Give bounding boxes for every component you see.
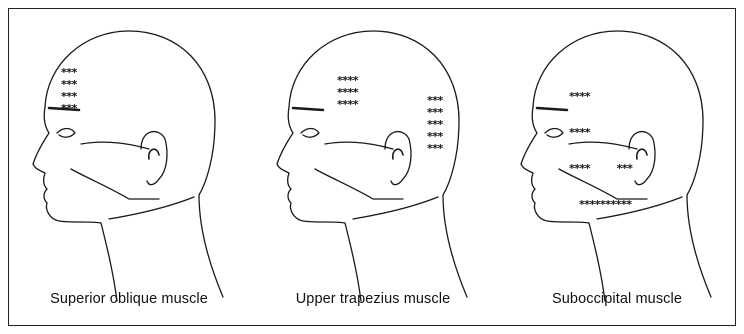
- panel-suboccipital: **** **** **** *** ********** Suboccipit…: [497, 9, 737, 327]
- caption-upper-trapezius: Upper trapezius muscle: [253, 291, 493, 307]
- figure-frame: *** *** *** *** Superior oblique muscle …: [8, 8, 736, 326]
- star-row: **********: [569, 199, 632, 211]
- star-row: **** ***: [569, 163, 632, 175]
- star-row: ****: [337, 99, 358, 111]
- star-row: ****: [569, 127, 632, 139]
- head-profile-drawing: [9, 9, 249, 327]
- star-row: ***: [427, 143, 443, 155]
- head-profile-drawing: [253, 9, 493, 327]
- star-row: ****: [569, 91, 632, 103]
- panel-superior-oblique: *** *** *** *** Superior oblique muscle: [9, 9, 249, 327]
- caption-suboccipital: Suboccipital muscle: [497, 291, 737, 307]
- panel-upper-trapezius: **** **** **** *** *** *** *** *** Upper…: [253, 9, 493, 327]
- caption-superior-oblique: Superior oblique muscle: [9, 291, 249, 307]
- trigger-point-marks-upper: **** **** ****: [337, 75, 358, 111]
- star-row: ***: [61, 103, 77, 115]
- trigger-point-marks-temple: *** *** *** *** ***: [427, 95, 443, 155]
- trigger-point-marks: *** *** *** ***: [61, 67, 77, 115]
- trigger-point-marks: **** **** **** *** **********: [569, 67, 632, 235]
